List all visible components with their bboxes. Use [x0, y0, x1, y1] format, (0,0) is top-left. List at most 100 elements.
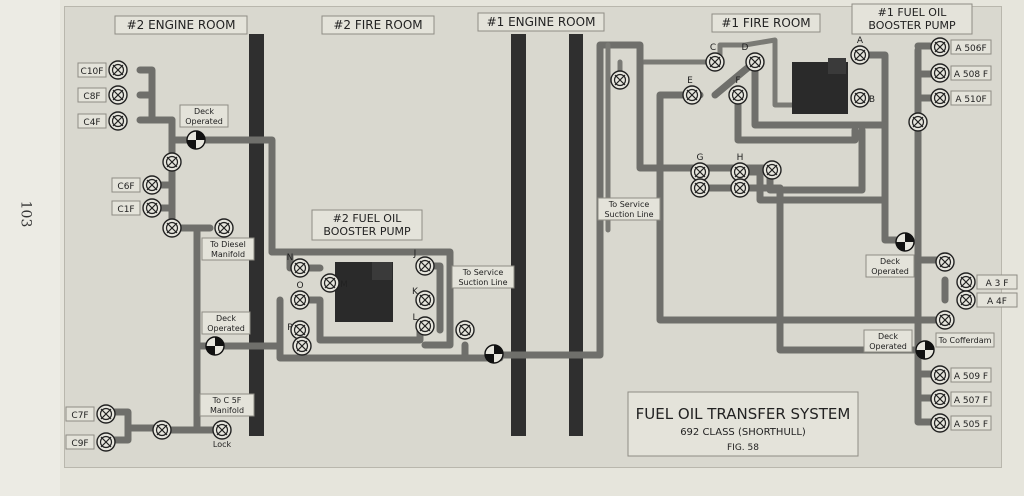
pump-1-label-line2: BOOSTER PUMP: [868, 19, 956, 32]
tank-valve-a4f: [956, 290, 976, 310]
valve-label-n: N: [287, 253, 294, 263]
valve-label-k: K: [412, 287, 419, 297]
tank-label-c9f: C9F: [71, 439, 88, 449]
tank-valve-a507f: [930, 389, 950, 409]
tank-label-a4f: A 4F: [987, 297, 1007, 307]
pump-2-label-line1: #2 FUEL OIL: [333, 212, 403, 225]
valve-c: [705, 52, 725, 72]
valve-label-d: D: [742, 43, 749, 53]
room-labels: #2 ENGINE ROOM #2 FIRE ROOM #1 ENGINE RO…: [114, 12, 821, 35]
valve-label-f: F: [735, 76, 740, 86]
note-to-service-suction-1-l2: Suction Line: [458, 278, 507, 287]
tank-valve-c4f: [108, 111, 128, 131]
tank-label-c6f: C6F: [117, 182, 134, 192]
notes: Deck Operated Deck Operated Deck Operate…: [179, 104, 995, 449]
valve-n: [290, 258, 310, 278]
valve-label-m: M: [340, 280, 348, 290]
bulkhead-3: [569, 34, 583, 436]
valve-p: [290, 320, 310, 340]
tank-valve-a508f: [930, 63, 950, 83]
valve-a3-upper: [935, 252, 955, 272]
tank-valve-a506f: [930, 37, 950, 57]
valves: [96, 37, 976, 452]
tank-label-a3f: A 3 F: [986, 279, 1009, 289]
tank-label-a506f: A 506F: [955, 44, 986, 54]
valve-label-c: C: [710, 43, 716, 53]
tank-label-a510f: A 510F: [955, 95, 986, 105]
valve-m: [320, 273, 340, 293]
note-lock: Lock: [213, 440, 232, 449]
note-to-cofferdam: To Cofferdam: [938, 336, 992, 345]
pump-2-motor: [372, 262, 392, 280]
valve-label-b: B: [869, 95, 875, 105]
tank-label-c1f: C1F: [117, 205, 134, 215]
bulkheads: [249, 34, 583, 436]
valve-1: [162, 152, 182, 172]
note-to-service-suction-2-l2: Suction Line: [604, 210, 653, 219]
valve-label-o: O: [296, 281, 303, 291]
valve-j: [415, 256, 435, 276]
tank-valve-c1f: [142, 198, 162, 218]
pump-2-label-line2: BOOSTER PUMP: [323, 225, 411, 238]
note-to-diesel-manifold-l2: Manifold: [211, 250, 245, 259]
note-deck-operated-1-l1: Deck: [194, 107, 214, 116]
caption-subtitle: 692 CLASS (SHORTHULL): [680, 427, 806, 438]
deck-valve-4: [895, 232, 915, 252]
valve-11: [762, 160, 782, 180]
note-to-service-suction-1-l1: To Service: [462, 268, 504, 277]
valve-label-e: E: [687, 76, 693, 86]
valve-label-l: L: [412, 313, 417, 323]
valve-3: [214, 218, 234, 238]
valve-6: [610, 70, 630, 90]
note-to-diesel-manifold-l1: To Diesel: [209, 240, 246, 249]
tank-label-c8f: C8F: [83, 92, 100, 102]
tank-label-c7f: C7F: [71, 411, 88, 421]
tank-valve-a509f: [930, 365, 950, 385]
bulkhead-2: [511, 34, 526, 436]
tank-valve-c6f: [142, 175, 162, 195]
valve-h: [730, 162, 750, 182]
pump-labels: #1 FUEL OIL BOOSTER PUMP #2 FUEL OIL BOO…: [311, 3, 973, 241]
label-engine-room-2: #2 ENGINE ROOM: [127, 18, 236, 32]
valve-b: [850, 88, 870, 108]
note-to-c5f-manifold-l2: Manifold: [210, 406, 244, 415]
note-deck-operated-2-l2: Operated: [207, 324, 245, 333]
caption: FUEL OIL TRANSFER SYSTEM 692 CLASS (SHOR…: [627, 391, 859, 457]
tank-label-a505f: A 505 F: [954, 420, 988, 430]
valve-a4-lower: [935, 310, 955, 330]
valve-2: [162, 218, 182, 238]
pumps: [335, 58, 848, 322]
note-deck-operated-2-l1: Deck: [216, 314, 236, 323]
tank-valve-c9f: [96, 432, 116, 452]
valve-a: [850, 45, 870, 65]
valve-o: [290, 290, 310, 310]
tank-valve-a510f: [930, 88, 950, 108]
tank-label-a509f: A 509 F: [954, 372, 988, 382]
note-deck-operated-4-l1: Deck: [878, 332, 898, 341]
label-fire-room-1: #1 FIRE ROOM: [721, 16, 810, 30]
pump-1-motor: [828, 58, 846, 74]
note-to-c5f-manifold-l1: To C 5F: [212, 396, 242, 405]
valve-label-a: A: [857, 36, 864, 46]
note-deck-operated-4-l2: Operated: [869, 342, 907, 351]
valve-label-j: J: [413, 249, 417, 259]
page-margin: [0, 0, 60, 496]
tank-valve-a505f: [930, 413, 950, 433]
tank-valve-c8f: [108, 85, 128, 105]
deck-valve-1: [186, 130, 206, 150]
deck-valve-3: [484, 344, 504, 364]
valve-5: [212, 420, 232, 440]
tank-label-a507f: A 507 F: [954, 396, 988, 406]
valve-a510-branch: [908, 112, 928, 132]
bulkhead-1: [249, 34, 264, 436]
valve-e: [682, 85, 702, 105]
valve-f: [728, 85, 748, 105]
note-to-service-suction-2-l1: To Service: [608, 200, 650, 209]
valve-7: [292, 336, 312, 356]
deck-valve-5: [915, 340, 935, 360]
valve-label-h: H: [737, 153, 744, 163]
tank-valve-c7f: [96, 404, 116, 424]
